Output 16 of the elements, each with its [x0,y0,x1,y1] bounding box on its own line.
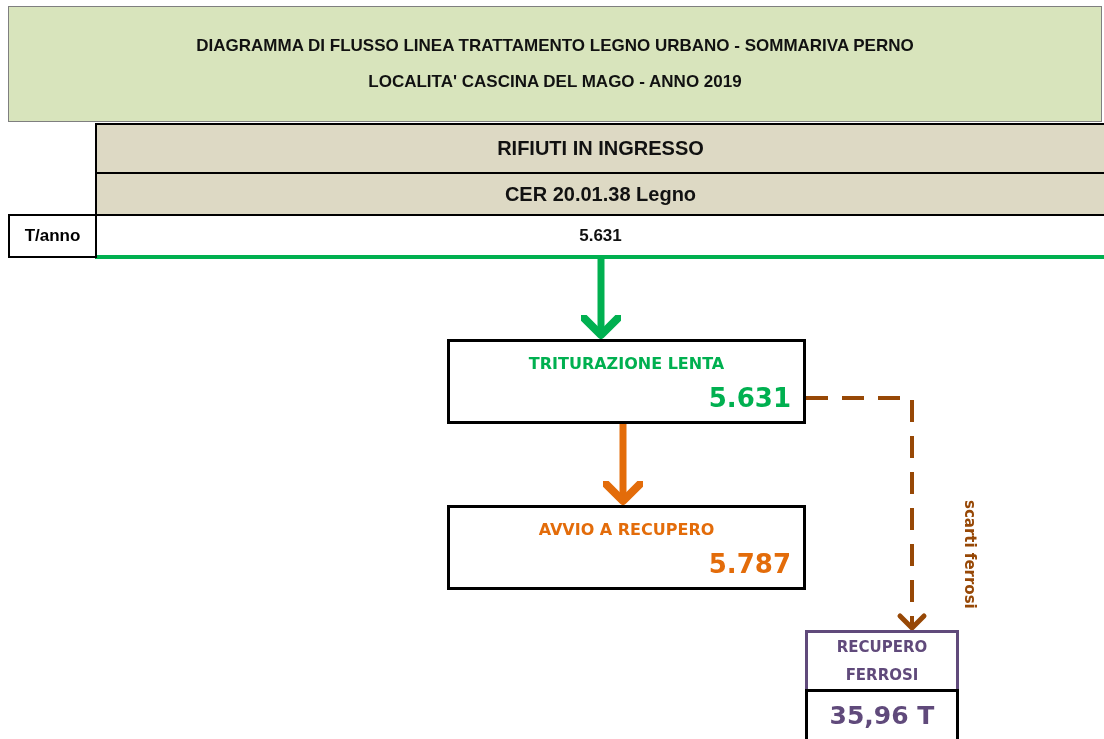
process-title: AVVIO A RECUPERO [537,520,716,539]
header-cell: CER 20.01.38 Legno [95,174,1104,216]
arrow [579,259,623,339]
input-table [95,123,1104,259]
diagram-title: DIAGRAMMA DI FLUSSO LINEA TRATTAMENTO LEGNO URBANO - SOMMARIVA PERNO LOCALITA' CASCINA DEL MAGO - ANNO 2019 [195,35,915,93]
unit-cell: T/anno [8,214,97,258]
header-cell: RIFIUTI IN INGRESSO [95,123,1104,174]
process-box: RECUPERO FERROSI [805,630,959,689]
value-cell: 35,96 T [805,689,959,739]
process-value: 5.787 [708,549,791,579]
process-title: TRITURAZIONE LENTA [527,354,726,373]
process-value: 5.631 [708,383,791,413]
process-box [447,339,806,424]
arrow [601,424,645,505]
process-box [447,505,806,590]
arrow [806,396,927,631]
